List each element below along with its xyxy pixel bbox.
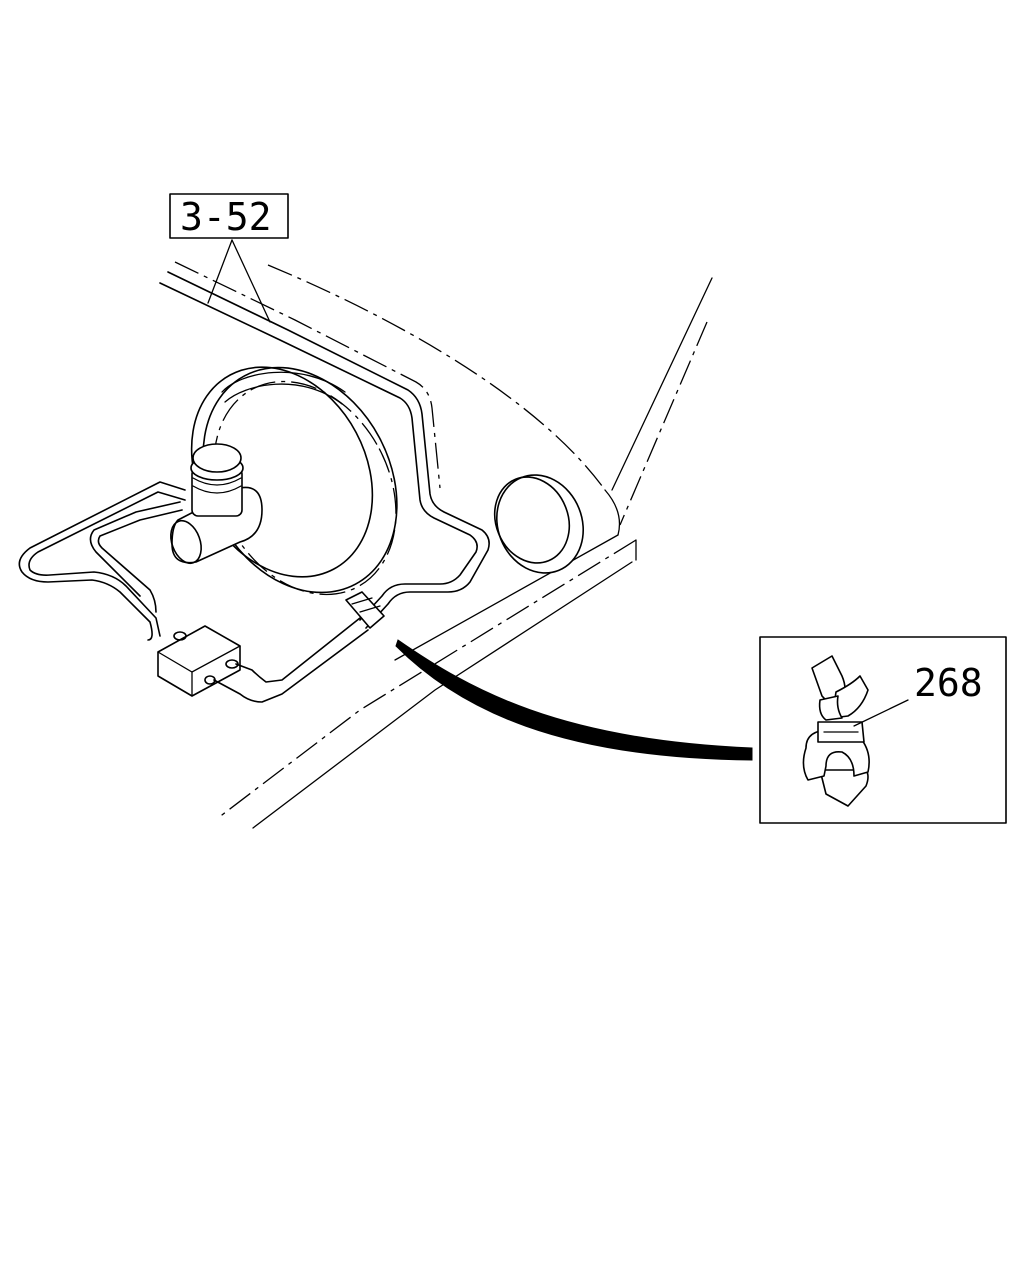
reference-callout: 3-52 (169, 193, 289, 323)
part-number-label: 268 (914, 661, 983, 705)
brake-lines (159, 261, 490, 629)
body-panel-outline (217, 264, 713, 829)
master-cylinder (170, 443, 263, 565)
proportioning-valve (157, 617, 369, 703)
left-pipe-loop (18, 481, 186, 641)
round-cap (493, 474, 585, 574)
clip-location (345, 591, 385, 629)
reference-callout-text: 3-52 (180, 195, 272, 239)
detail-view-box: 268 (759, 636, 1007, 824)
detail-leader (395, 639, 753, 761)
clip-detail-icon (802, 655, 870, 807)
